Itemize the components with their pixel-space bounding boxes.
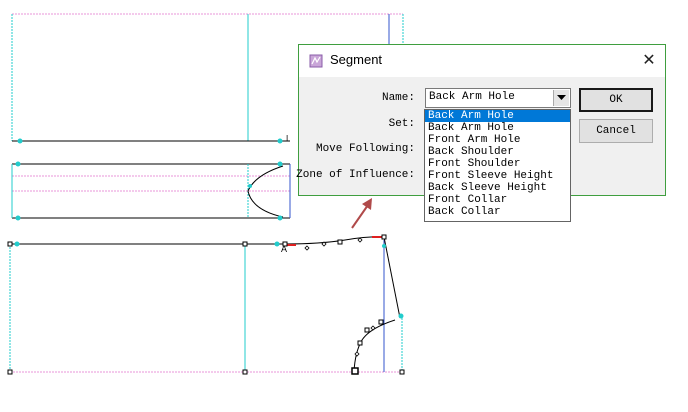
name-select[interactable]: Back Arm Hole	[425, 88, 571, 108]
dropdown-option[interactable]: Back Arm Hole	[425, 110, 570, 122]
cancel-button[interactable]: Cancel	[579, 119, 653, 143]
top-pattern-piece[interactable]: I	[11, 13, 404, 144]
dropdown-option[interactable]: Back Arm Hole	[428, 122, 514, 134]
chevron-down-icon[interactable]	[553, 90, 569, 106]
point-label: A	[281, 244, 287, 254]
dropdown-option[interactable]: Front Collar	[428, 194, 508, 206]
name-label: Name:	[381, 92, 415, 104]
dialog-titlebar[interactable]: Segment ✕	[299, 45, 665, 77]
name-dropdown-list[interactable]: Back Arm Hole Back Arm Hole Front Arm Ho…	[424, 109, 571, 222]
dropdown-option[interactable]: Front Sleeve Height	[428, 170, 554, 182]
set-label: Set:	[388, 118, 415, 130]
zone-of-influence-label: Zone of Influence:	[296, 169, 415, 181]
svg-text:I: I	[286, 134, 288, 143]
dropdown-option[interactable]: Back Sleeve Height	[428, 182, 547, 194]
close-icon[interactable]: ✕	[642, 52, 656, 69]
bottom-pattern-piece[interactable]: A	[7, 234, 405, 375]
annotation-arrow	[351, 198, 372, 229]
ok-button[interactable]: OK	[579, 88, 653, 112]
dialog-title: Segment	[330, 52, 383, 67]
dropdown-option[interactable]: Front Arm Hole	[428, 134, 521, 146]
move-following-label: Move Following:	[315, 143, 415, 155]
dropdown-option[interactable]: Front Shoulder	[428, 158, 521, 170]
dropdown-option[interactable]: Back Collar	[428, 206, 501, 218]
name-select-value: Back Arm Hole	[429, 91, 515, 103]
dropdown-option[interactable]: Back Shoulder	[428, 146, 514, 158]
middle-pattern-piece[interactable]	[11, 161, 291, 221]
app-icon	[309, 54, 323, 68]
